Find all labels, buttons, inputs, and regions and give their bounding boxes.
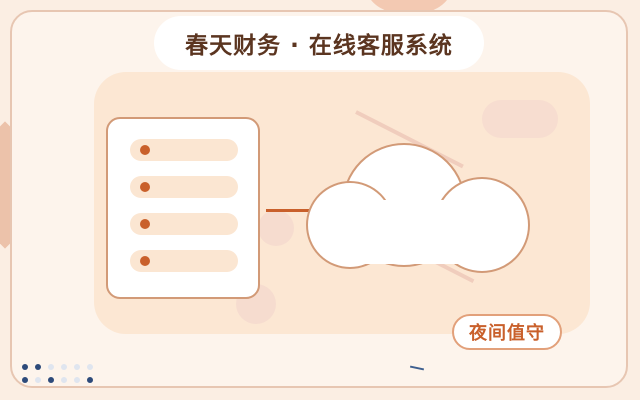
cloud-fill (350, 200, 460, 264)
corner-blob-decoration (364, 0, 454, 12)
list-bullet-icon (140, 256, 150, 266)
list-item (130, 139, 238, 161)
bubble-decoration-2 (258, 210, 294, 246)
list-bullet-icon (140, 145, 150, 155)
title-pill: 春天财务 · 在线客服系统 (154, 16, 484, 70)
list-item (130, 176, 238, 198)
list-card (106, 117, 260, 299)
status-badge: 夜间值守 (452, 314, 562, 350)
status-badge-label: 夜间值守 (469, 323, 545, 344)
list-bullet-icon (140, 182, 150, 192)
list-item (130, 213, 238, 235)
pill-decoration (482, 100, 558, 138)
connector-line (266, 209, 330, 212)
page-title: 春天财务 · 在线客服系统 (185, 33, 453, 59)
list-bullet-icon (140, 219, 150, 229)
list-item (130, 250, 238, 272)
